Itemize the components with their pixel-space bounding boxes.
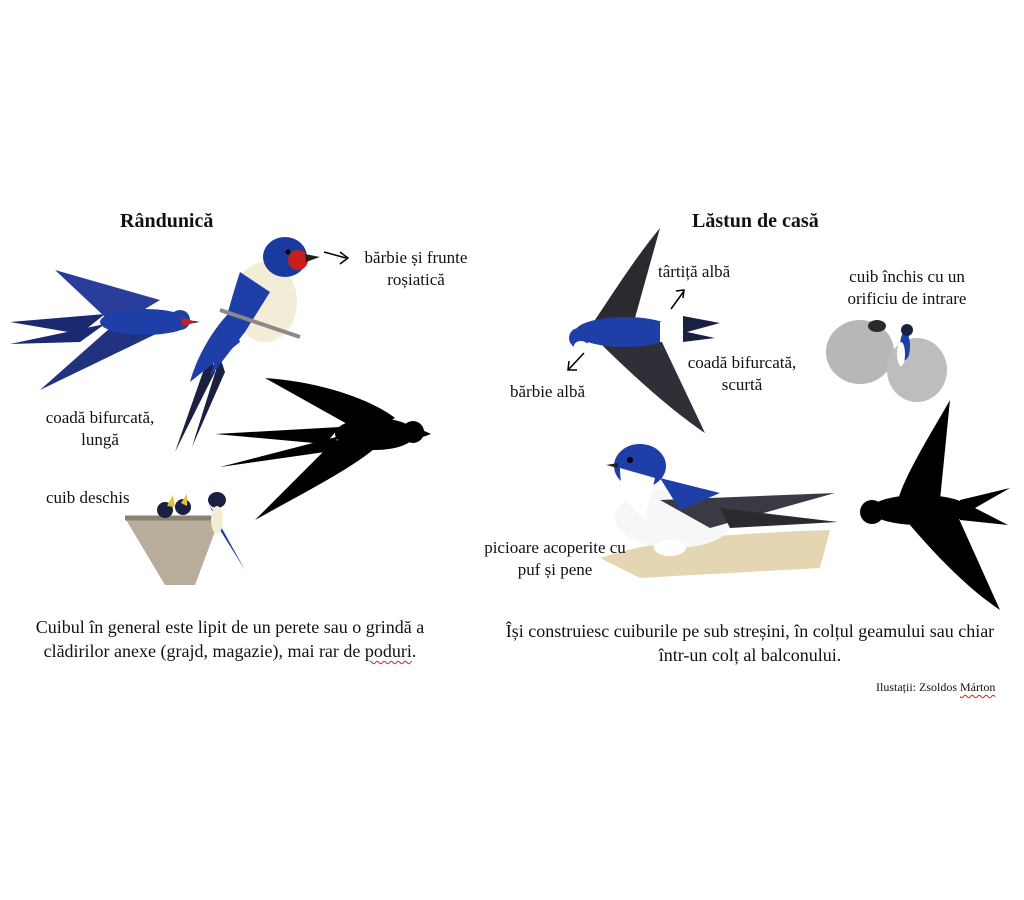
swallow-caption-underlined: poduri bbox=[364, 641, 412, 661]
credit-underlined: Márton bbox=[960, 680, 996, 694]
martin-tail-label: coadă bifurcată, scurtă bbox=[687, 353, 797, 394]
swallow-caption: Cuibul în general este lipit de un peret… bbox=[5, 615, 455, 663]
swallow-perched-illustration bbox=[175, 237, 320, 452]
swallow-nest-label: cuib deschis bbox=[46, 488, 130, 507]
martin-chin-label: bărbie albă bbox=[510, 382, 586, 401]
martin-silhouette-illustration bbox=[860, 400, 1010, 610]
swallow-caption-text: Cuibul în general este lipit de un peret… bbox=[35, 617, 425, 661]
martin-caption: Își construiesc cuiburile pe sub streșin… bbox=[505, 621, 995, 665]
chin-arrow-icon bbox=[323, 251, 350, 265]
swallow-caption-end: . bbox=[411, 641, 417, 661]
swallow-flying-illustration bbox=[10, 270, 200, 390]
martin-legs-label: picioare acoperite cu puf și pene bbox=[484, 538, 626, 579]
swallow-tail-label: coadă bifurcată, lungă bbox=[45, 408, 155, 449]
swallow-open-nest-illustration bbox=[125, 492, 245, 585]
martin-title: Lăstun de casă bbox=[692, 210, 819, 232]
illustration-credit: Ilustații: Zsoldos Márton bbox=[876, 680, 995, 695]
swallow-silhouette-illustration bbox=[215, 378, 431, 520]
credit-prefix: Ilustații: Zsoldos bbox=[876, 680, 960, 694]
swallow-chin-label: bărbie și frunte roșiatică bbox=[364, 248, 468, 289]
martin-perched-illustration bbox=[600, 444, 838, 578]
martin-flying-illustration bbox=[569, 228, 720, 433]
martin-closed-nest-illustration bbox=[826, 320, 947, 402]
martin-rump-label: târtiță albă bbox=[658, 262, 731, 281]
swallow-title: Rândunică bbox=[120, 210, 214, 232]
chin-arrow-icon bbox=[567, 352, 585, 371]
martin-nest-label: cuib închis cu un orificiu de intrare bbox=[847, 267, 967, 308]
rump-arrow-icon bbox=[670, 289, 685, 310]
